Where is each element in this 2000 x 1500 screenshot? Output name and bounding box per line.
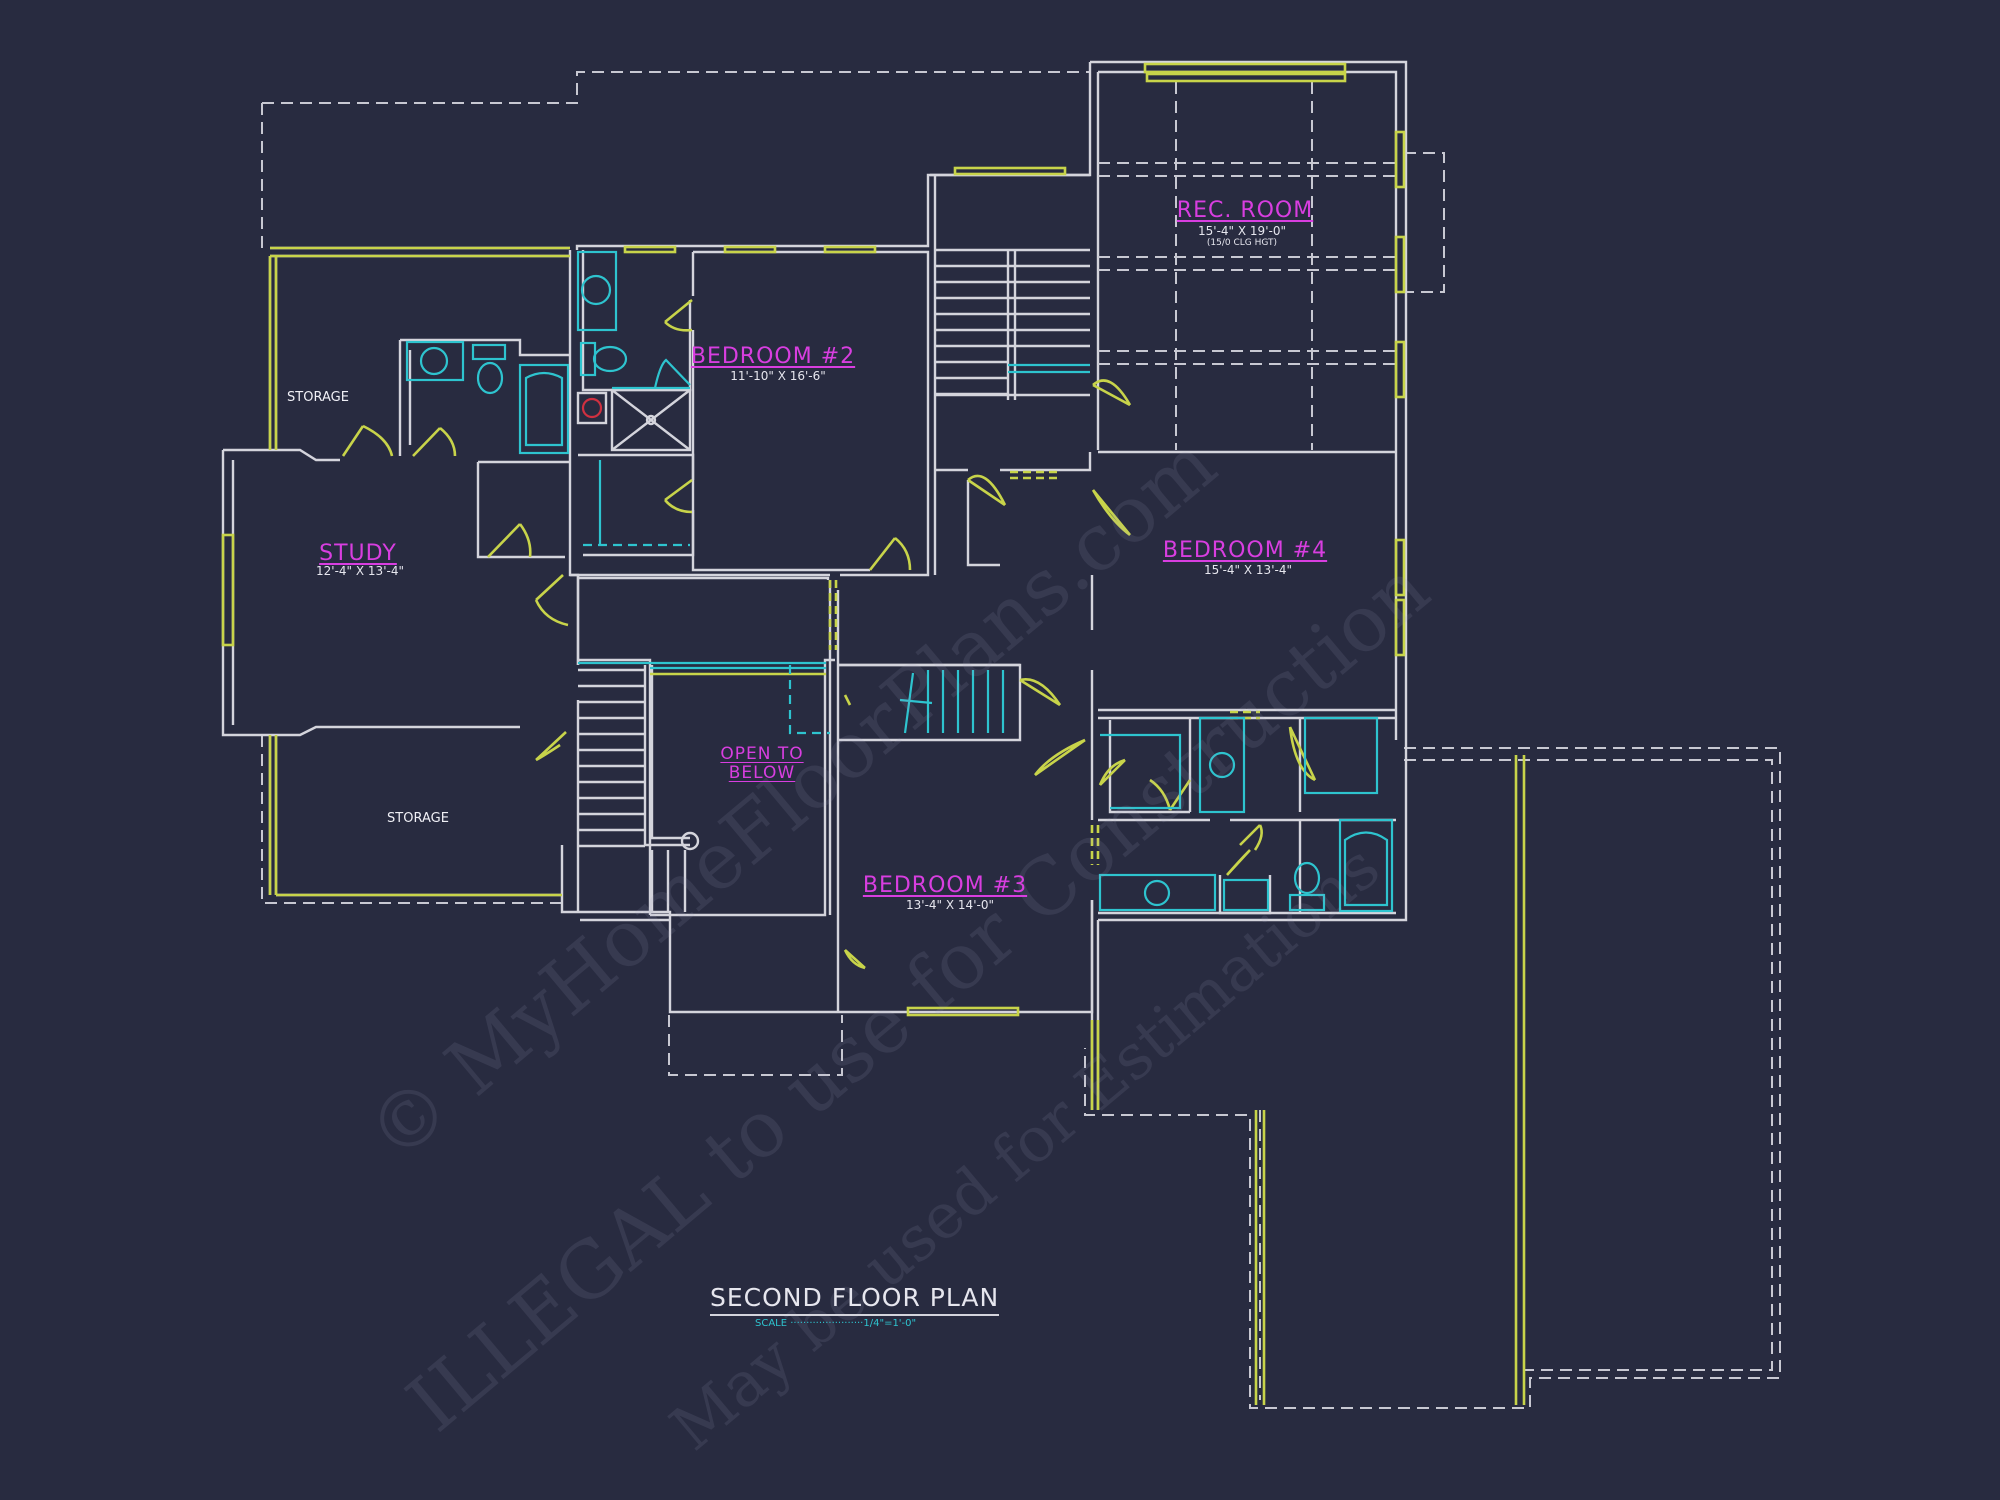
scale-value: 1/4"=1'-0" <box>863 1318 917 1329</box>
room-dims-bedroom-3: 13'-4" X 14'-0" <box>906 898 994 912</box>
room-note-rec-room: (15/0 CLG HGT) <box>1206 238 1278 248</box>
staircase-main <box>578 661 826 912</box>
ceiling-grid <box>1098 82 1396 450</box>
room-label-bedroom-2: BEDROOM #2 <box>690 344 856 369</box>
room-dims-study: 12'-4" X 13'-4" <box>316 564 404 578</box>
room-label-bedroom-3: BEDROOM #3 <box>862 873 1028 898</box>
drawing-title: SECOND FLOOR PLAN <box>710 1283 1000 1316</box>
bathroom-fixtures <box>405 250 1394 913</box>
room-dims-rec-room: 15'-4" X 19'-0" <box>1198 224 1286 238</box>
room-label-study: STUDY <box>319 541 397 566</box>
scale-dots: ······················· <box>790 1318 864 1329</box>
staircase-upper <box>935 248 1090 400</box>
room-label-open-below-2: BELOW <box>728 763 796 783</box>
drawing-scale: SCALE ·······················1/4"=1'-0" <box>755 1318 916 1329</box>
doors <box>341 298 1317 970</box>
room-label-storage-upper: STORAGE <box>287 390 349 405</box>
room-label-storage-lower: STORAGE <box>387 811 449 826</box>
room-label-bedroom-4: BEDROOM #4 <box>1162 538 1328 563</box>
staircase-attic <box>788 663 1020 735</box>
room-dims-bedroom-4: 15'-4" X 13'-4" <box>1204 563 1292 577</box>
room-dims-bedroom-2: 11'-10" X 16'-6" <box>730 369 826 383</box>
room-label-rec-room: REC. ROOM <box>1176 198 1314 223</box>
windows <box>221 62 1526 1405</box>
roof-outline <box>261 71 1781 1409</box>
scale-label: SCALE <box>755 1318 788 1329</box>
room-label-open-below-1: OPEN TO <box>720 744 804 764</box>
